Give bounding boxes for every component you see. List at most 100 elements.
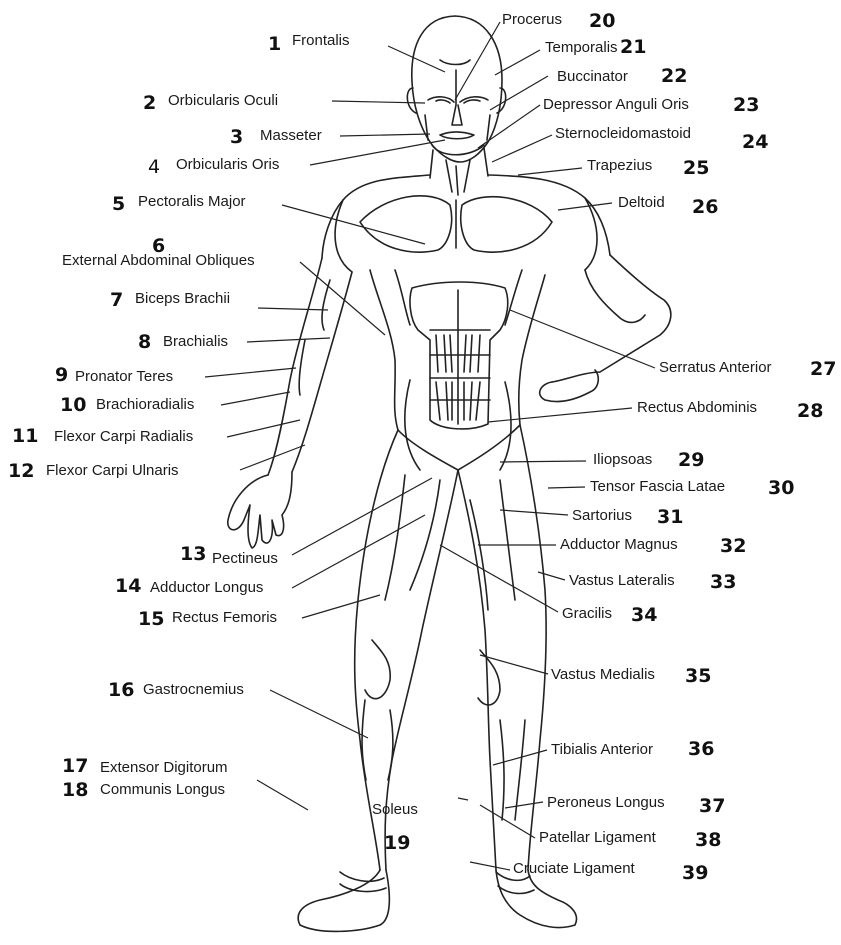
label-depressor-anguli-oris: Depressor Anguli Oris <box>543 96 689 114</box>
label-pronator-teres: Pronator Teres <box>75 368 173 386</box>
pectoral-left <box>360 196 452 252</box>
label-number: 25 <box>683 157 709 179</box>
leader-line <box>300 262 385 335</box>
label-extensor-digitorum: Extensor Digitorum <box>100 759 228 777</box>
label-orbicularis-oculi: Orbicularis Oculi <box>168 92 278 110</box>
leader-line <box>518 168 582 175</box>
label-number: 19 <box>384 832 410 854</box>
label-peroneus-longus: Peroneus Longus <box>547 794 665 812</box>
leader-line <box>480 655 548 674</box>
label-number: 7 <box>110 289 123 311</box>
label-number: 15 <box>138 608 164 630</box>
label-iliopsoas: Iliopsoas <box>593 451 652 469</box>
leader-line <box>282 205 425 244</box>
label-number: 39 <box>682 862 708 884</box>
label-soleus: Soleus <box>372 801 418 819</box>
label-number: 36 <box>688 738 714 760</box>
label-number: 21 <box>620 36 646 58</box>
label-gracilis: Gracilis <box>562 605 612 623</box>
leader-line <box>227 420 300 437</box>
label-number: 14 <box>115 575 141 597</box>
label-number: 32 <box>720 535 746 557</box>
label-number: 28 <box>797 400 823 422</box>
leader-line <box>221 392 290 405</box>
label-number: 11 <box>12 425 38 447</box>
label-number: 5 <box>112 193 125 215</box>
pectoral-right <box>461 197 552 252</box>
label-flexor-carpi-radialis: Flexor Carpi Radialis <box>54 428 193 446</box>
left-arm <box>268 258 352 475</box>
left-foot <box>298 870 389 931</box>
label-sartorius: Sartorius <box>572 507 632 525</box>
leader-line <box>495 50 540 75</box>
label-number: 22 <box>661 65 687 87</box>
leader-line <box>510 310 655 368</box>
label-number: 3 <box>230 126 243 148</box>
leader-line <box>388 46 445 72</box>
label-number: 29 <box>678 449 704 471</box>
label-number: 13 <box>180 543 206 565</box>
leader-line <box>332 101 425 103</box>
label-cruciate-ligament: Cruciate Ligament <box>513 860 635 878</box>
label-vastus-medialis: Vastus Medialis <box>551 666 655 684</box>
label-number: 35 <box>685 665 711 687</box>
label-orbicularis-oris: Orbicularis Oris <box>176 156 279 174</box>
leader-line <box>470 862 510 870</box>
label-number: 9 <box>55 364 68 386</box>
leader-line <box>480 805 535 838</box>
leader-line <box>292 478 432 555</box>
leader-line <box>548 487 585 488</box>
leader-line <box>270 690 368 738</box>
leader-line <box>440 545 558 612</box>
label-tibialis-anterior: Tibialis Anterior <box>551 741 653 759</box>
label-brachialis: Brachialis <box>163 333 228 351</box>
label-adductor-longus: Adductor Longus <box>150 579 263 597</box>
label-communis-longus: Communis Longus <box>100 781 225 799</box>
label-vastus-lateralis: Vastus Lateralis <box>569 572 675 590</box>
label-frontalis: Frontalis <box>292 32 350 50</box>
leader-line <box>310 140 445 165</box>
label-rectus-abdominis: Rectus Abdominis <box>637 399 757 417</box>
leader-line <box>205 368 296 377</box>
leader-line <box>455 22 500 100</box>
label-number: 8 <box>138 331 151 353</box>
label-trapezius: Trapezius <box>587 157 652 175</box>
label-number: 33 <box>710 571 736 593</box>
label-gastrocnemius: Gastrocnemius <box>143 681 244 699</box>
label-serratus-anterior: Serratus Anterior <box>659 359 772 377</box>
label-number: 31 <box>657 506 683 528</box>
label-number: 26 <box>692 196 718 218</box>
label-number: 34 <box>631 604 657 626</box>
label-pectineus: Pectineus <box>212 550 278 568</box>
leader-line <box>247 338 330 342</box>
label-number: 20 <box>589 10 615 32</box>
label-number: 24 <box>742 131 768 153</box>
leader-line <box>500 461 586 462</box>
label-number: 30 <box>768 477 794 499</box>
label-biceps-brachii: Biceps Brachii <box>135 290 230 308</box>
label-deltoid: Deltoid <box>618 194 665 212</box>
leader-line <box>478 105 540 148</box>
label-external-abdominal-obliques: External Abdominal Obliques <box>62 252 255 270</box>
leader-line <box>505 802 543 808</box>
label-number: 4 <box>148 156 160 178</box>
left-hand <box>228 472 292 548</box>
label-brachioradialis: Brachioradialis <box>96 396 194 414</box>
leader-line <box>492 135 552 162</box>
label-number: 37 <box>699 795 725 817</box>
label-masseter: Masseter <box>260 127 322 145</box>
label-number: 18 <box>62 779 88 801</box>
leader-line <box>257 780 308 810</box>
label-tensor-fascia-latae: Tensor Fascia Latae <box>590 478 725 496</box>
leader-line <box>458 798 468 800</box>
label-adductor-magnus: Adductor Magnus <box>560 536 678 554</box>
label-procerus: Procerus <box>502 11 562 29</box>
label-pectoralis-major: Pectoralis Major <box>138 193 246 211</box>
leader-line <box>292 515 425 588</box>
leader-line <box>302 595 380 618</box>
label-number: 23 <box>733 94 759 116</box>
leader-line <box>340 134 430 136</box>
torso-outline <box>322 175 430 258</box>
label-buccinator: Buccinator <box>557 68 628 86</box>
leader-line <box>558 203 612 210</box>
